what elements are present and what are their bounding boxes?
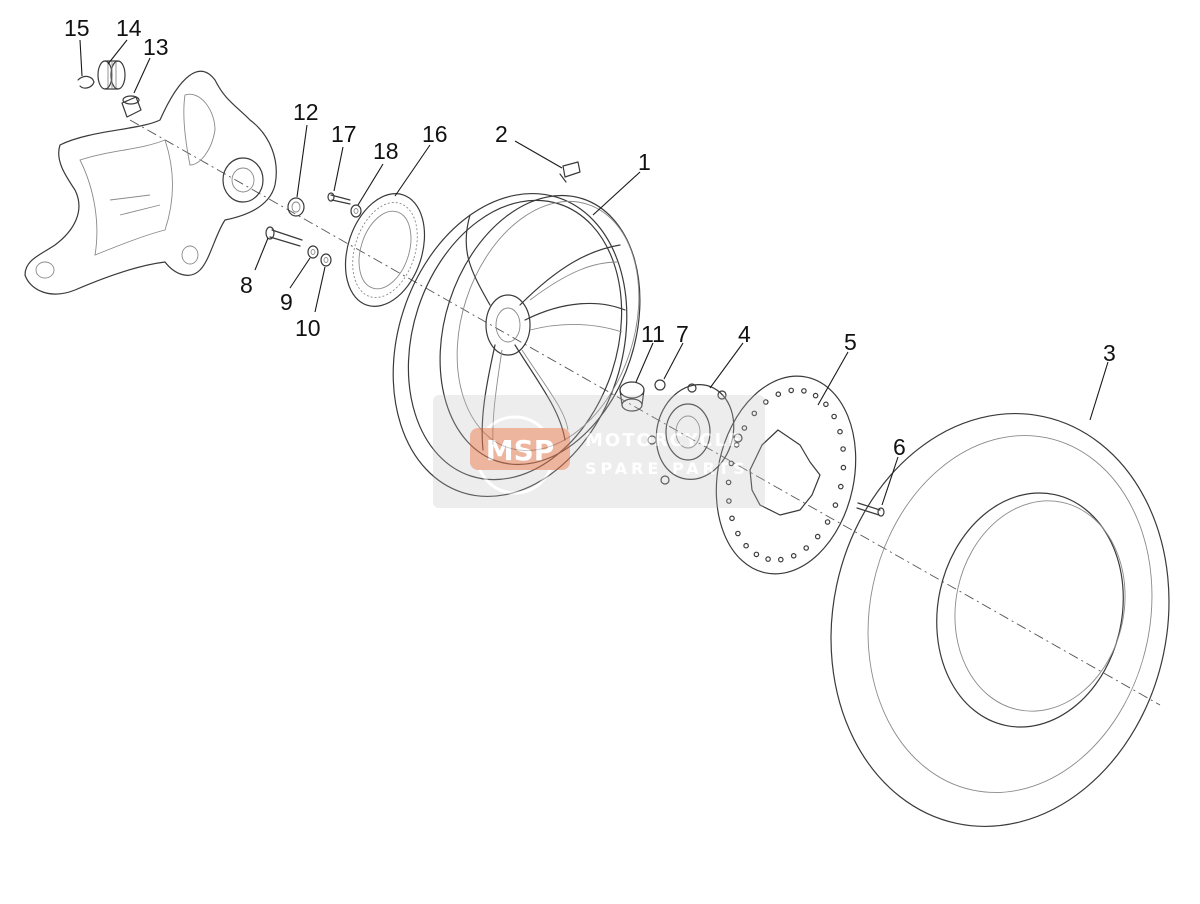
part-13-spacer (121, 95, 142, 118)
brake-disc-hole (743, 542, 749, 549)
callout-2: 2 (495, 121, 508, 147)
brake-disc-hole (762, 399, 769, 405)
watermark: MSP MOTORCYCLE SPARE PARTS (433, 395, 765, 508)
callout-17: 17 (331, 121, 357, 147)
brake-disc-hole (801, 388, 807, 394)
part-11-bushing (619, 381, 645, 412)
callout-12: 12 (293, 99, 319, 125)
brake-disc-hole (788, 387, 795, 394)
callout-8: 8 (240, 272, 253, 298)
part-7-nut (654, 379, 666, 391)
brake-disc-hole (728, 460, 735, 467)
part-15-circlip (77, 75, 95, 89)
callout-9: 9 (280, 289, 293, 315)
leader-lines (79, 39, 1109, 506)
callout-1: 1 (638, 149, 651, 175)
callout-4: 4 (738, 321, 751, 347)
watermark-line1: MOTORCYCLE (585, 430, 742, 451)
callout-15: 15 (64, 15, 90, 41)
brake-disc-hole (823, 401, 829, 408)
brake-disc-hole (741, 425, 748, 431)
callout-18: 18 (373, 138, 399, 164)
watermark-logo-text: MSP (486, 434, 555, 467)
callout-13: 13 (143, 34, 169, 60)
watermark-logo-badge (470, 428, 570, 470)
part-5-brake-disc (715, 375, 857, 575)
brake-disc-hole (726, 498, 732, 504)
callout-10: 10 (295, 315, 321, 341)
brake-disc-hole (725, 479, 732, 486)
brake-disc-hole (765, 556, 771, 562)
part-4-hub (647, 383, 743, 485)
part-2-valve (559, 161, 581, 183)
brake-disc-hole (831, 413, 837, 420)
callout-14: 14 (116, 15, 142, 41)
part-9-washer (307, 245, 319, 259)
brake-disc-hole (803, 545, 810, 551)
brake-disc-hole (812, 392, 819, 399)
brake-disc-hole (824, 519, 831, 525)
brake-disc-hole (735, 530, 741, 537)
brake-disc-hole (751, 410, 758, 417)
swing-arm (24, 70, 277, 295)
part-18-washer (350, 204, 362, 218)
brake-disc-hole (729, 515, 735, 522)
brake-disc-hole (753, 551, 760, 558)
callout-3: 3 (1103, 340, 1116, 366)
part-17-screw (327, 192, 351, 205)
brake-disc-hole (840, 464, 847, 471)
part-16-abs-tone-ring (344, 193, 426, 307)
brake-disc-hole (790, 552, 797, 559)
brake-disc-hole (733, 442, 740, 448)
brake-disc-hole (837, 428, 843, 435)
callout-5: 5 (844, 329, 857, 355)
part-8-bolt (265, 226, 303, 247)
part-10-nut (320, 253, 332, 267)
part-6-screw (856, 502, 885, 517)
brake-disc-hole (837, 483, 844, 490)
callout-6: 6 (893, 434, 906, 460)
brake-disc-hole (832, 502, 839, 508)
callout-16: 16 (422, 121, 448, 147)
part-14-bearing (97, 60, 126, 90)
part-3-tyre (830, 413, 1170, 827)
callout-labels: 15 14 13 12 17 18 16 2 1 8 9 10 11 7 4 5… (64, 15, 1116, 460)
callout-7: 7 (676, 321, 689, 347)
brake-disc-hole (775, 391, 782, 398)
brake-disc-hole (840, 446, 846, 452)
brake-disc-holes (725, 387, 847, 563)
callout-11: 11 (641, 321, 665, 347)
wheel-axis-line (129, 119, 1161, 706)
brake-disc-hole (814, 533, 821, 540)
watermark-box (433, 395, 765, 508)
part-12-spacer (287, 197, 305, 217)
part-1-wheel-rim (392, 192, 641, 498)
brake-disc-hole (777, 556, 784, 563)
watermark-line2: SPARE PARTS (585, 459, 749, 478)
